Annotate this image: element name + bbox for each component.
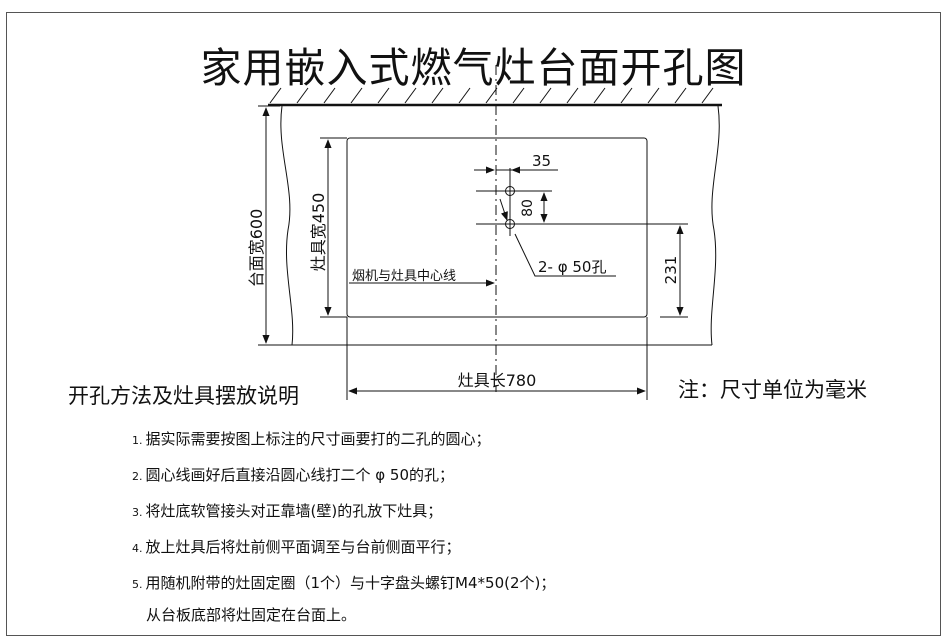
list-item: 1.据实际需要按图上标注的尺寸画要打的二孔的圆心； [132,422,555,458]
countertop-width-label: 台面宽600 [247,209,266,288]
list-item: 5.用随机附带的灶固定圈（1个）与十字盘头螺钉M4*50(2个)； [132,566,555,602]
stove-outline [346,137,648,318]
height-231-dim [660,225,688,318]
hole-markings [476,168,688,236]
stove-length-dim [346,317,648,400]
drawing-frame [6,12,941,636]
centerline-label: 烟机与灶具中心线 [352,269,456,284]
step-text: 将灶底软管接头对正靠墙(壁)的孔放下灶具； [145,502,443,520]
countertop-width-dim [258,105,292,346]
hole-offset-label: 35 [532,152,551,170]
list-item: 4.放上灶具后将灶前侧平面调至与台前侧面平行； [132,530,555,566]
page-title: 家用嵌入式燃气灶台面开孔图 [200,44,747,92]
step-text: 放上灶具后将灶前侧平面调至与台前侧面平行； [145,538,461,556]
step-number: 3. [132,506,143,519]
unit-note: 注：尺寸单位为毫米 [678,378,867,402]
list-item: 2.圆心线画好后直接沿圆心线打二个 φ 50的孔； [132,458,555,494]
stove-width-label: 灶具宽450 [309,193,328,272]
step-text: 用随机附带的灶固定圈（1个）与十字盘头螺钉M4*50(2个)； [145,574,556,592]
step-number: 2. [132,470,143,483]
hole-height-label: 231 [662,256,680,285]
instruction-list: 1.据实际需要按图上标注的尺寸画要打的二孔的圆心； 2.圆心线画好后直接沿圆心线… [132,422,555,632]
wall-hatching [268,87,722,107]
hole-spacing-label: 80 [520,199,536,217]
stove-width-dim [320,137,347,318]
instructions-heading: 开孔方法及灶具摆放说明 [68,384,299,408]
step-text: 据实际需要按图上标注的尺寸画要打的二孔的圆心； [145,430,491,448]
list-item-continued: 从台板底部将灶固定在台面上。 [146,606,357,624]
step-number: 1. [132,434,143,447]
list-item: 3.将灶底软管接头对正靠墙(壁)的孔放下灶具； [132,494,555,530]
step-number: 5. [132,578,143,591]
hole-leader [499,198,616,277]
step-number: 4. [132,542,143,555]
step-text: 圆心线画好后直接沿圆心线打二个 φ 50的孔； [145,466,455,484]
stove-length-label: 灶具长780 [458,371,537,390]
hole-spec-label: 2- φ 50孔 [538,258,606,276]
countertop-outline [280,105,720,346]
